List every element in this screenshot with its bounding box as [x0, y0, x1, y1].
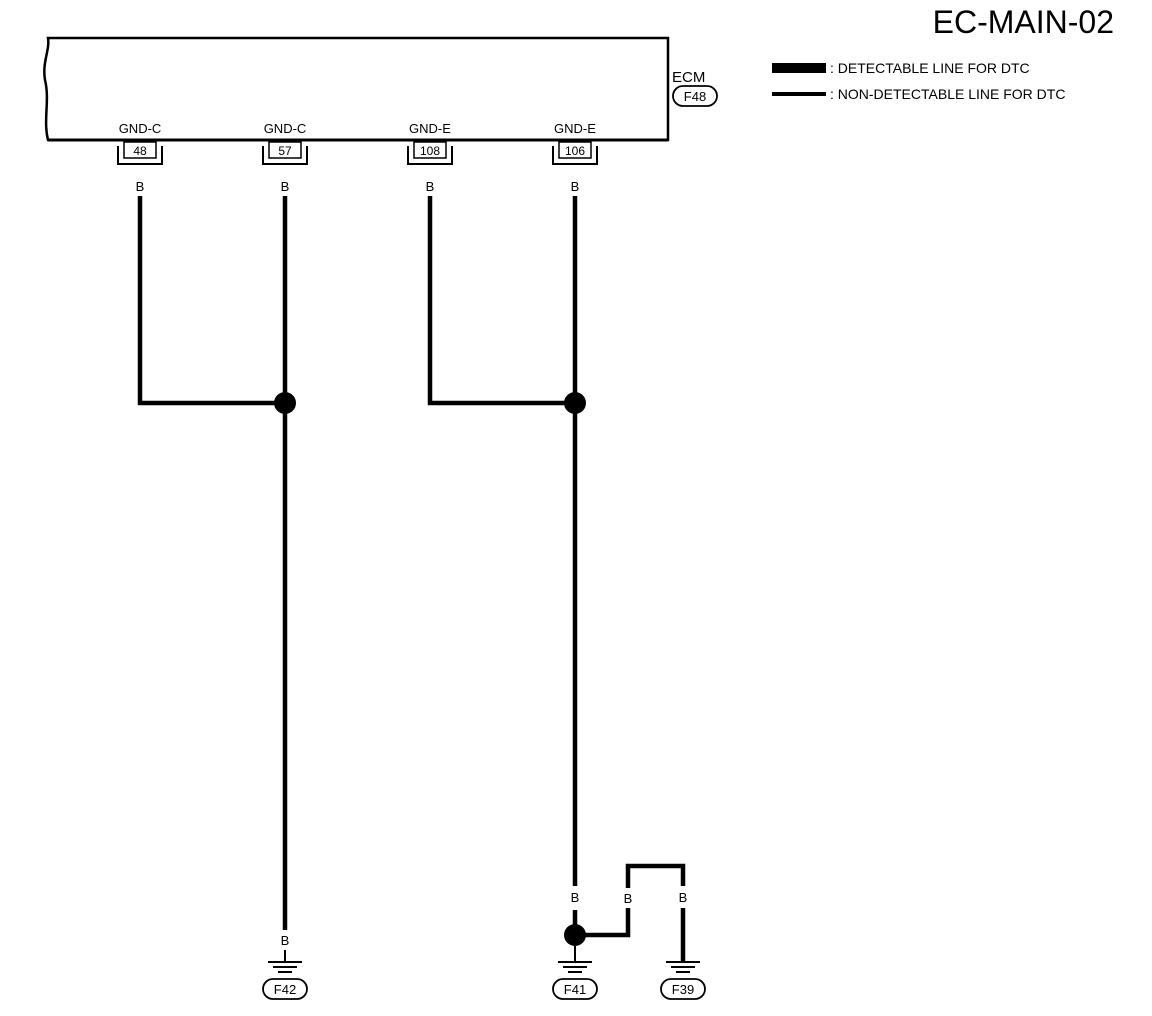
terminal-signal: GND-E	[554, 121, 596, 136]
terminal-pin: 48	[133, 144, 147, 158]
ecm-connector-badge	[672, 85, 718, 107]
ecm-box	[43, 36, 670, 142]
splice-point	[564, 924, 586, 946]
terminal-signal: GND-C	[119, 121, 162, 136]
ground-id: F42	[274, 982, 296, 997]
wire-color-label: B	[624, 891, 633, 906]
terminal-pin: 106	[565, 144, 585, 158]
terminal-48: GND-C 48 B	[117, 121, 163, 194]
legend-detectable-label: : DETECTABLE LINE FOR DTC	[830, 60, 1030, 76]
legend-thick-line-swatch	[772, 63, 826, 73]
ecm-label: ECM	[672, 69, 705, 86]
wire-color-label: B	[426, 179, 435, 194]
legend-detectable: : DETECTABLE LINE FOR DTC	[772, 60, 1030, 76]
ground-id: F41	[564, 982, 586, 997]
legend-thin-line-swatch	[772, 92, 826, 96]
terminal-108: GND-E 108 B	[407, 121, 453, 194]
terminal-signal: GND-E	[409, 121, 451, 136]
wire-color-label: B	[679, 890, 688, 905]
wires	[137, 196, 686, 962]
ground-id: F39	[672, 982, 694, 997]
terminal-106: GND-E 106 B	[552, 121, 598, 194]
splice-point	[564, 392, 586, 414]
ground-badge-f41	[552, 978, 598, 1000]
legend-non-detectable: : NON-DETECTABLE LINE FOR DTC	[772, 86, 1065, 102]
terminal-pin: 108	[420, 144, 440, 158]
splice-point	[274, 392, 296, 414]
ground-symbol-f39	[666, 961, 700, 973]
wire-color-label: B	[136, 179, 145, 194]
terminal-pin: 57	[278, 144, 292, 158]
ground-symbol-f41	[558, 946, 592, 973]
wire-color-label: B	[281, 179, 290, 194]
terminal-57: GND-C 57 B	[262, 121, 308, 194]
ground-symbol-f42	[268, 950, 302, 973]
legend-non-detectable-label: : NON-DETECTABLE LINE FOR DTC	[830, 86, 1066, 102]
terminal-signal: GND-C	[264, 121, 307, 136]
wire-color-label: B	[571, 890, 580, 905]
ground-badge-f39	[660, 978, 706, 1000]
wire-color-label: B	[571, 179, 580, 194]
ecm-connector-id: F48	[684, 89, 706, 104]
wire-gnd-e-108	[427, 196, 575, 406]
ground-badge-f42	[262, 978, 308, 1000]
page-title: EC-MAIN-02	[932, 4, 1114, 40]
wire-color-label: B	[281, 933, 290, 948]
wire-gnd-c-48	[137, 196, 285, 406]
